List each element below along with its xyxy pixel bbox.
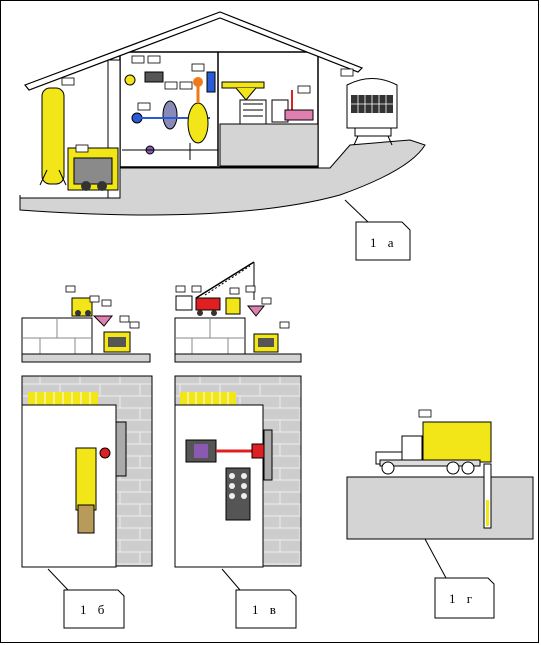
truck-icon <box>67 147 119 191</box>
scene-label-frame-1a <box>355 221 411 261</box>
well-icon <box>483 463 492 529</box>
ground-1a <box>19 139 426 216</box>
truck-icon-1b <box>71 297 131 353</box>
crane-icon <box>175 261 279 353</box>
scene-1g <box>346 409 534 619</box>
scene-label-1b: 1 б <box>80 602 108 617</box>
scene-label-frame-1b <box>63 589 125 629</box>
scene-1a <box>19 11 426 261</box>
scene-label-frame-1g <box>434 577 495 619</box>
crane-plan-icon <box>185 439 265 521</box>
container-icon <box>346 78 398 146</box>
scene-1b <box>21 285 153 629</box>
scene-1v <box>174 261 302 629</box>
truck-icon-1g <box>375 421 492 475</box>
tank-icon <box>39 87 67 186</box>
scene-label-frame-1v <box>235 589 297 629</box>
truck-plan-icon <box>75 447 111 534</box>
equipment-right-room <box>221 81 314 125</box>
scene-label-1g: 1 г <box>449 591 476 606</box>
house-roof <box>24 11 364 91</box>
scene-label-1a: 1 а <box>370 235 398 250</box>
equipment-inside <box>124 71 216 160</box>
scene-label-1v: 1 в <box>252 602 280 617</box>
